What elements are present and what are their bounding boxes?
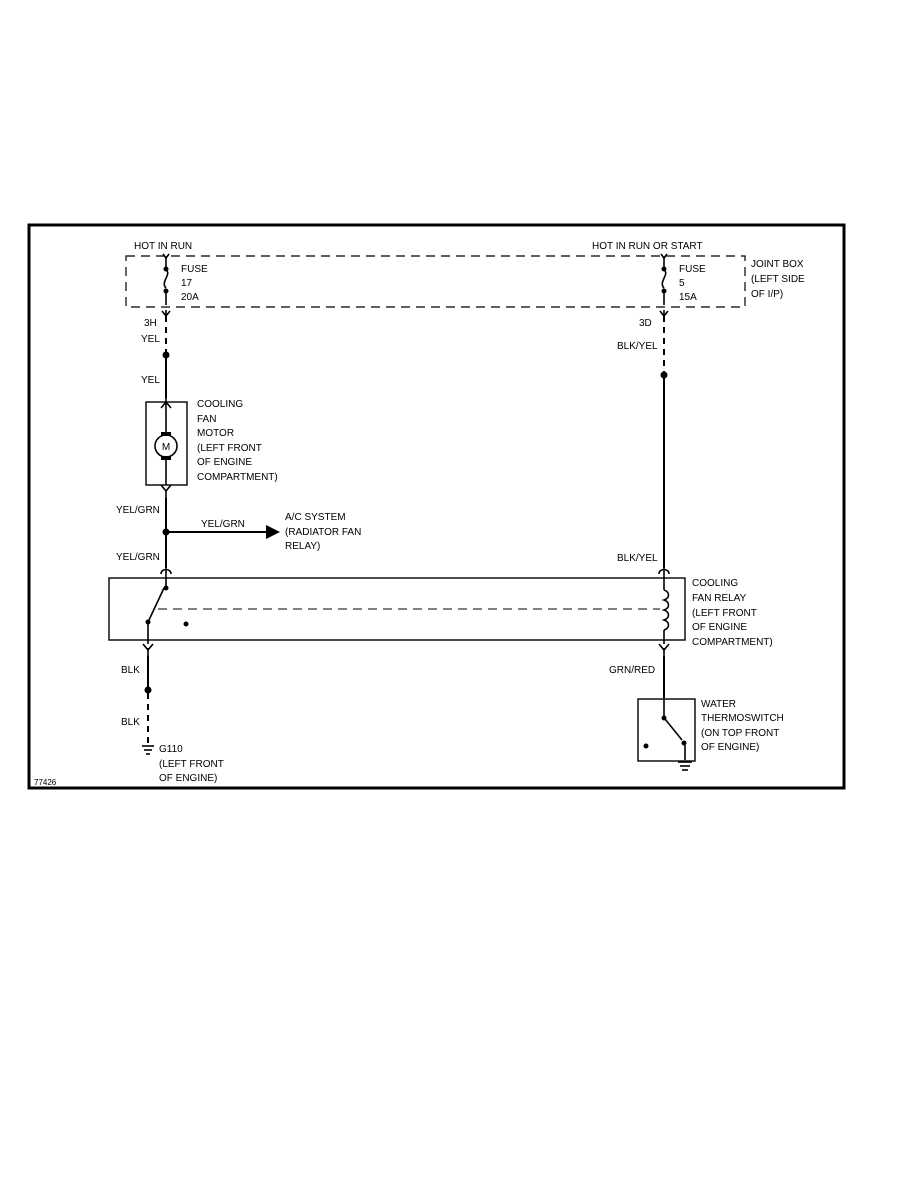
fuse-5-label-line2: 5: [679, 278, 685, 289]
motor-label-line2: FAN: [197, 414, 216, 425]
cooling-fan-relay-box: [108, 577, 686, 641]
splice-blk-yel: [660, 371, 668, 379]
motor-icon: M: [154, 432, 178, 460]
fuse-5-terminal-bottom: [661, 288, 667, 294]
thermo-label-line3: (ON TOP FRONT: [701, 728, 779, 739]
ground-label-line3: OF ENGINE): [159, 773, 217, 784]
ac-label-line3: RELAY): [285, 541, 320, 552]
wire-label-yel-grn-1: YEL/GRN: [116, 505, 160, 516]
motor-connector-top: [160, 398, 172, 498]
relay-switch-contacts: [142, 568, 172, 656]
joint-box-outline: [125, 255, 746, 308]
motor-label-line1: COOLING: [197, 399, 243, 410]
thermo-label-line2: THERMOSWITCH: [701, 713, 784, 724]
connector-3h-label: 3H: [144, 318, 157, 329]
fuse-17-symbol: [161, 253, 171, 318]
thermo-label-line4: OF ENGINE): [701, 742, 759, 753]
relay-switch-common: [145, 619, 151, 625]
fuse-17-label-line3: 20A: [181, 292, 199, 303]
fuse-17-terminal-top: [163, 266, 169, 272]
relay-label-line1: COOLING: [692, 578, 738, 589]
ac-label-line1: A/C SYSTEM: [285, 512, 346, 523]
joint-box-label-line1: JOINT BOX: [751, 259, 804, 270]
relay-coil-icon: [658, 568, 670, 656]
fuse-17-label-line2: 17: [181, 278, 193, 289]
thermoswitch-open-contact: [643, 743, 649, 749]
relay-switch-pivot: [163, 585, 169, 591]
right-supply-label: HOT IN RUN OR START: [592, 241, 703, 252]
thermo-label-line1: WATER: [701, 699, 736, 710]
wire-label-blk-1: BLK: [121, 665, 140, 676]
ground-label-line1: G110: [159, 744, 183, 755]
relay-label-line2: FAN RELAY: [692, 593, 747, 604]
wire-label-yel-1: YEL: [141, 334, 160, 345]
relay-label-line5: COMPARTMENT): [692, 637, 773, 648]
wire-label-yel-grn-branch: YEL/GRN: [201, 519, 245, 530]
splice-yel-grn: [162, 528, 170, 536]
connector-3d-label: 3D: [639, 318, 652, 329]
wire-label-blk-2: BLK: [121, 717, 140, 728]
wire-label-blk-yel-2: BLK/YEL: [617, 553, 658, 564]
thermoswitch-ground-icon: [678, 761, 692, 771]
fuse-5-label-line1: FUSE: [679, 264, 706, 275]
fuse-17-label-line1: FUSE: [181, 264, 208, 275]
ground-g110-icon: [142, 745, 154, 755]
motor-label-line4: (LEFT FRONT: [197, 443, 262, 454]
motor-label-line5: OF ENGINE: [197, 457, 252, 468]
thermoswitch-common: [681, 740, 687, 746]
wire-label-yel-grn-2: YEL/GRN: [116, 552, 160, 563]
ac-arrow-icon: [266, 525, 280, 539]
left-supply-label: HOT IN RUN: [134, 241, 192, 252]
relay-label-line3: (LEFT FRONT: [692, 608, 757, 619]
relay-label-line4: OF ENGINE: [692, 622, 747, 633]
joint-box-label-line2: (LEFT SIDE: [751, 274, 805, 285]
splice-yel: [162, 351, 170, 359]
ground-label-line2: (LEFT FRONT: [159, 759, 224, 770]
wire-label-grn-red: GRN/RED: [609, 665, 655, 676]
svg-text:M: M: [162, 442, 170, 453]
fuse-17-terminal-bottom: [163, 288, 169, 294]
fuse-5-terminal-top: [661, 266, 667, 272]
ac-label-line2: (RADIATOR FAN: [285, 527, 361, 538]
diagram-frame: [27, 223, 846, 790]
wire-label-yel-2: YEL: [141, 375, 160, 386]
thermoswitch-contacts: [663, 699, 686, 760]
motor-label-line6: COMPARTMENT): [197, 472, 278, 483]
joint-box-label-line3: OF I/P): [751, 289, 783, 300]
splice-blk: [144, 686, 152, 694]
fuse-5-label-line3: 15A: [679, 292, 697, 303]
figure-id: 77426: [34, 778, 57, 787]
relay-switch-open-contact: [183, 621, 189, 627]
wire-label-blk-yel-1: BLK/YEL: [617, 341, 658, 352]
water-thermoswitch-box: [637, 698, 696, 762]
thermoswitch-pivot: [661, 715, 667, 721]
motor-label-line3: MOTOR: [197, 428, 234, 439]
